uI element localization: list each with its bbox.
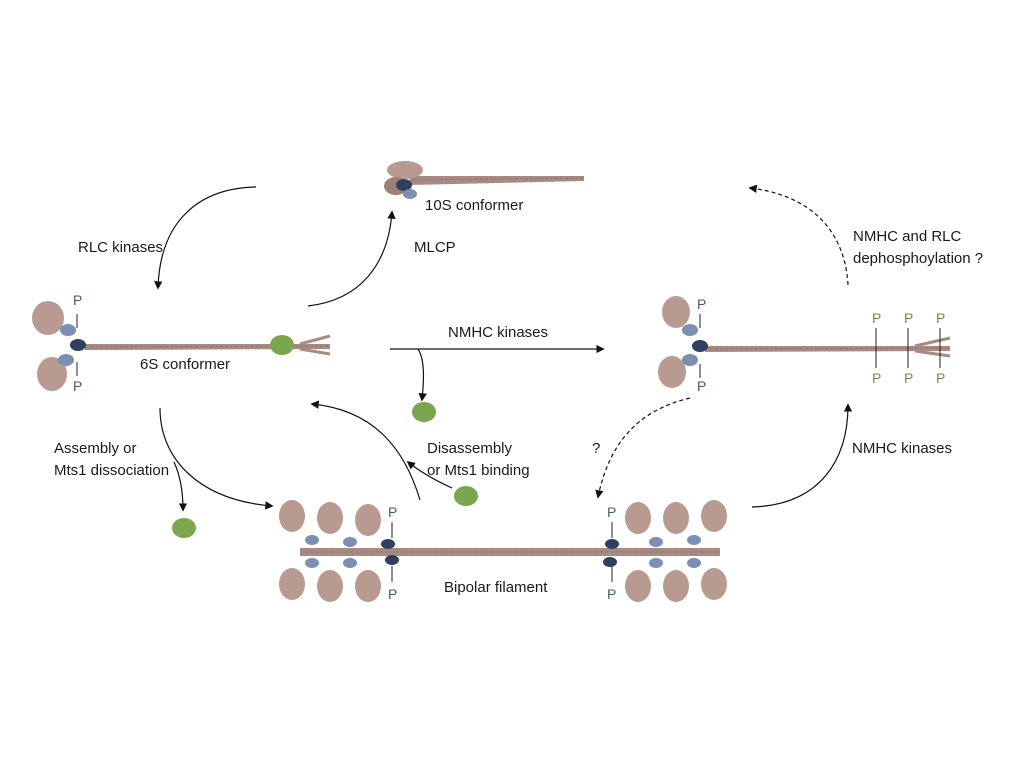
label-question: ? (592, 440, 601, 457)
label-disassembly-line1: Disassembly (427, 440, 513, 457)
p-rlc-monomer-bottom: P (697, 378, 707, 394)
p-nmhc-2-top: P (904, 310, 914, 326)
p-nmhc-2-bottom: P (904, 370, 914, 386)
p-rlc-filament-left-bottom: P (388, 586, 398, 602)
rod-6s (85, 344, 330, 350)
mts1-6s (270, 335, 294, 355)
p-nmhc-3-top: P (936, 310, 946, 326)
bipolar-filament (279, 500, 727, 602)
arrow-mts1-binding (406, 460, 453, 489)
label-assembly-line2: Mts1 dissociation (54, 462, 170, 479)
p-nmhc-3-bottom: P (936, 370, 946, 386)
myosin-6s-conformer (32, 301, 331, 391)
p-rlc-filament-left-top: P (388, 504, 398, 520)
arrow-dephosphorylation (748, 184, 849, 286)
p-rlc-filament-right-bottom: P (607, 586, 617, 602)
arrow-rlc-kinases (154, 186, 257, 290)
label-mlcp: MLCP (414, 239, 456, 256)
label-10s-conformer: 10S conformer (425, 197, 524, 214)
label-bipolar-filament: Bipolar filament (444, 579, 548, 596)
arrow-nmhc-kinases-right (751, 403, 853, 508)
p-rlc-filament-right-top: P (607, 504, 617, 520)
label-6s-conformer: 6S conformer (140, 356, 231, 373)
head-6s-upper (32, 301, 64, 335)
arrow-mts1-release-left (173, 461, 188, 512)
head-6s-lower (37, 357, 67, 391)
mts1-free-bottom (454, 486, 478, 506)
label-disassembly-line2: or Mts1 binding (427, 462, 530, 479)
label-assembly-line1: Assembly or (54, 440, 137, 457)
arrow-assembly (159, 407, 274, 510)
myosin-10s-conformer (384, 161, 585, 199)
label-dephos-line1: NMHC and RLC (853, 228, 962, 245)
arrow-mlcp (307, 210, 396, 307)
p-rlc-monomer-top: P (697, 296, 707, 312)
arrow-mts1-release-top (417, 348, 427, 402)
p-rlc-6s-bottom: P (73, 378, 83, 394)
mts1-free-left (172, 518, 196, 538)
label-nmhc-kinases-top: NMHC kinases (448, 324, 549, 341)
mts1-free-top (412, 402, 436, 422)
p-rlc-6s-top: P (73, 292, 83, 308)
myosin-phosphorylated-monomer (658, 296, 951, 388)
label-rlc-kinases: RLC kinases (78, 239, 164, 256)
p-nmhc-1-bottom: P (872, 370, 882, 386)
arrow-disassembly (310, 400, 421, 501)
label-dephos-line2: dephosphoylation ? (853, 250, 984, 267)
rod-phos (705, 346, 950, 352)
rod-10s (410, 176, 584, 185)
arrows (154, 184, 853, 512)
p-nmhc-1-top: P (872, 310, 882, 326)
head-10s-a (387, 161, 423, 179)
label-nmhc-kinases-right: NMHC kinases (852, 440, 953, 457)
arrow-question (595, 397, 691, 499)
